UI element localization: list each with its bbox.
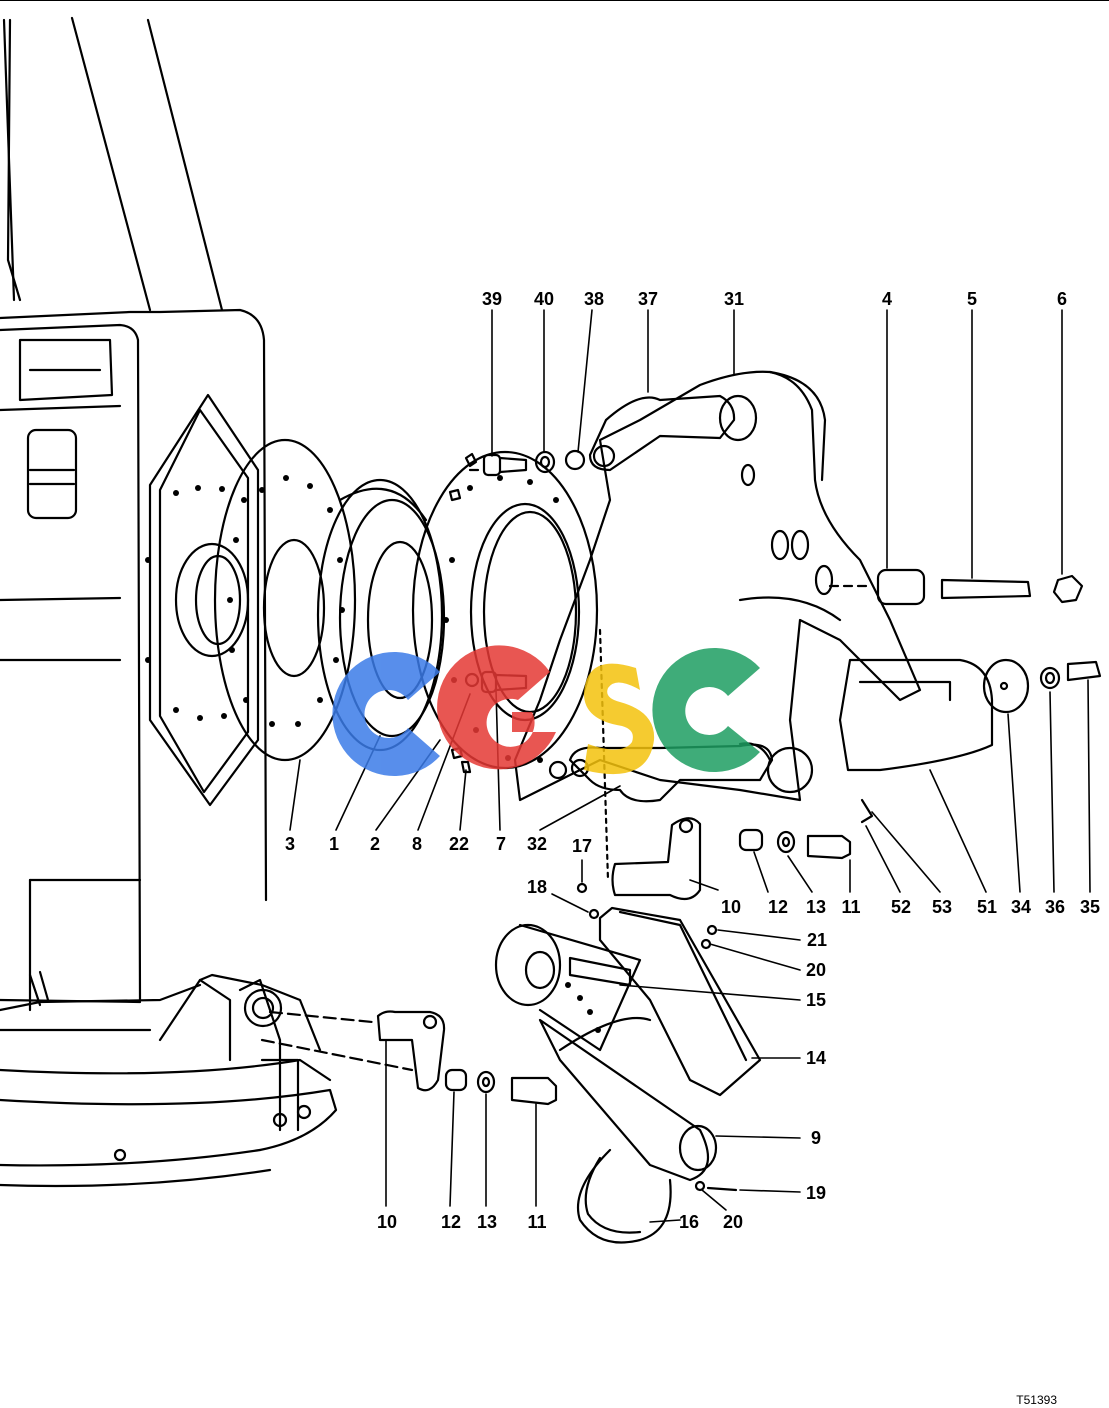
part-37-pin bbox=[588, 394, 736, 472]
callout-label-12-right: 12 bbox=[767, 897, 789, 917]
callout-label-10-right: 10 bbox=[720, 897, 742, 917]
callout-label-16: 16 bbox=[678, 1212, 700, 1232]
callout-label-51: 51 bbox=[976, 897, 998, 917]
callout-label-2: 2 bbox=[369, 834, 381, 854]
callout-label-1: 1 bbox=[328, 834, 340, 854]
left-pin-assembly bbox=[260, 1010, 558, 1106]
callout-label-18: 18 bbox=[526, 877, 548, 897]
part-16-clamp bbox=[576, 1148, 672, 1244]
callout-label-20-lower: 20 bbox=[722, 1212, 744, 1232]
callout-label-19: 19 bbox=[805, 1183, 827, 1203]
parts-4-5-6 bbox=[828, 568, 1084, 606]
callout-label-14: 14 bbox=[805, 1048, 827, 1068]
callout-label-11-left: 11 bbox=[527, 1212, 547, 1232]
callout-label-6: 6 bbox=[1056, 289, 1068, 309]
callout-label-4: 4 bbox=[881, 289, 893, 309]
callout-label-37: 37 bbox=[637, 289, 659, 309]
callout-label-52: 52 bbox=[890, 897, 912, 917]
part-31-bracket bbox=[513, 370, 922, 802]
callout-label-36: 36 bbox=[1044, 897, 1066, 917]
callout-label-38: 38 bbox=[583, 289, 605, 309]
callout-label-17: 17 bbox=[571, 836, 593, 856]
callout-label-35: 35 bbox=[1079, 897, 1101, 917]
small-screws bbox=[576, 882, 738, 1192]
callout-label-40: 40 bbox=[533, 289, 555, 309]
callout-label-9: 9 bbox=[810, 1128, 822, 1148]
callout-label-7: 7 bbox=[495, 834, 507, 854]
callout-label-39: 39 bbox=[481, 289, 503, 309]
callout-label-3: 3 bbox=[284, 834, 296, 854]
callout-label-21: 21 bbox=[806, 930, 828, 950]
drawing-reference-number: T51393 bbox=[1016, 1393, 1057, 1407]
callout-label-8: 8 bbox=[411, 834, 423, 854]
callout-label-13-right: 13 bbox=[805, 897, 827, 917]
part-3-gasket bbox=[213, 438, 357, 762]
parts-51-34-36-35 bbox=[838, 658, 1102, 824]
callout-label-5: 5 bbox=[966, 289, 978, 309]
part-1-bearing bbox=[316, 478, 446, 752]
callout-label-13-left: 13 bbox=[476, 1212, 498, 1232]
callout-label-53: 53 bbox=[931, 897, 953, 917]
top-border bbox=[0, 0, 1109, 1]
callout-label-10-left: 10 bbox=[376, 1212, 398, 1232]
callout-label-32: 32 bbox=[526, 834, 548, 854]
callout-label-11-right: 11 bbox=[841, 897, 861, 917]
callout-label-34: 34 bbox=[1010, 897, 1032, 917]
callout-label-12-left: 12 bbox=[440, 1212, 462, 1232]
callout-label-22: 22 bbox=[448, 834, 470, 854]
part-9-cylinder bbox=[494, 923, 718, 1182]
callout-label-15: 15 bbox=[805, 990, 827, 1010]
machine-base bbox=[0, 970, 338, 1188]
callout-label-31: 31 bbox=[723, 289, 745, 309]
watermark-logo bbox=[332, 645, 760, 776]
parts-14-15-bracket bbox=[568, 906, 762, 1097]
machine-housing bbox=[0, 16, 268, 1012]
leader-lines bbox=[289, 309, 1091, 1223]
callout-label-20-upper: 20 bbox=[805, 960, 827, 980]
